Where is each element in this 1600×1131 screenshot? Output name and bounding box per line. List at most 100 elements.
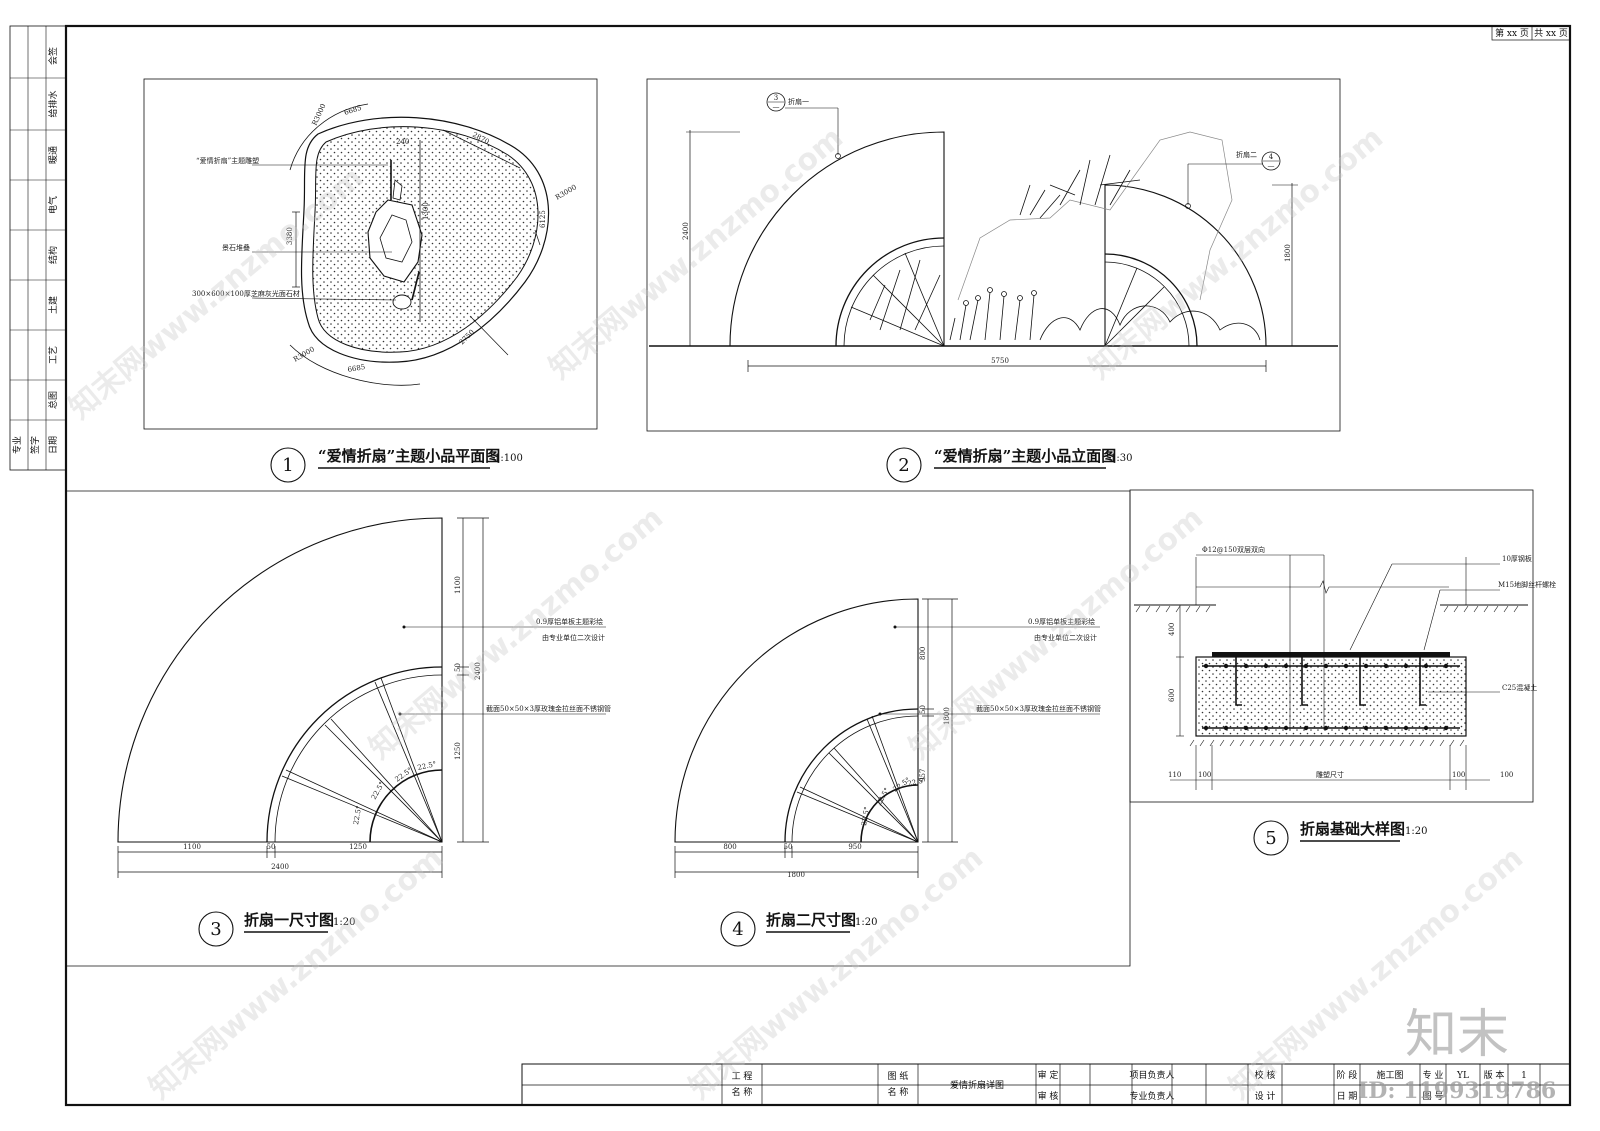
- fan1-outline: [117, 517, 443, 843]
- fdn-dim-b-right: 100: [1500, 771, 1513, 779]
- strip-bottom-2: 日期: [48, 436, 59, 454]
- elev-tag-one-label: 折扇一: [788, 97, 809, 106]
- concrete-footing: [1195, 656, 1467, 737]
- view1-title: 1 “爱情折扇”主题小品平面图 1:100: [270, 447, 523, 483]
- elev-fan-two: [1104, 184, 1267, 347]
- watermark-text: 知末网www.znzmo.com: [363, 500, 670, 766]
- fdn-dim-b-left: 110: [1168, 771, 1181, 779]
- watermark-text: 知末网www.znzmo.com: [683, 840, 990, 1106]
- fan2-dim-left: 800: [723, 843, 736, 851]
- tb-stage: 阶 段: [1337, 1069, 1358, 1081]
- plan-dim-left-len: 3380: [286, 227, 294, 245]
- fdn-note-bolt: M15地脚丝杆螺栓: [1498, 580, 1556, 589]
- fdn-dim-h-top: 400: [1168, 623, 1176, 636]
- title-block: [521, 1063, 1571, 1106]
- page-total: 共 xx 页: [1534, 28, 1568, 39]
- tb-project-lead: 项目负责人: [1129, 1069, 1174, 1081]
- view2-number-circle: [886, 447, 922, 483]
- elev-tag-two-sub: —: [1268, 162, 1275, 170]
- view4-number-circle: [720, 911, 756, 947]
- view2-title: 2 “爱情折扇”主题小品立面图 1:30: [886, 447, 1132, 483]
- fan1-note-design: 由专业单位二次设计: [542, 633, 605, 642]
- view4-number: 4: [732, 919, 743, 940]
- fan2-dim-right: 950: [848, 843, 861, 851]
- strip-bottom-0: 专业: [11, 436, 23, 454]
- view4-title: 4 折扇二尺寸图 1:20: [720, 911, 877, 947]
- strip-label-7: 总图: [47, 391, 59, 409]
- view1-title-text: “爱情折扇”主题小品平面图: [318, 447, 500, 465]
- view5-title: 5 折扇基础大样图 1:20: [1253, 820, 1427, 856]
- tb-check: 审 核: [1038, 1090, 1059, 1102]
- view5-number-circle: [1253, 820, 1289, 856]
- strip-bottom-1: 签字: [29, 436, 41, 454]
- fan2-note-panel: 0.9厚铝单板主题彩绘: [1028, 617, 1095, 626]
- view4-title-text: 折扇二尺寸图: [766, 911, 856, 929]
- elev-plants: [869, 154, 1261, 341]
- fdn-dim-h-base: 600: [1168, 689, 1176, 702]
- fdn-note-rebar: Φ12@150双层双向: [1202, 545, 1265, 554]
- view4-fan-two: 22.5° 22.5° 22.5° 22.5° 800 50 950 1800 …: [674, 598, 1101, 879]
- plan-outer-outline: [300, 116, 550, 363]
- plan-dim-bottom-arc: 6685: [347, 363, 366, 374]
- plan-dim-inner-mid: 1300: [422, 202, 430, 220]
- elev-dim-width: 5750: [991, 357, 1009, 365]
- fan2-angle-0: 22.5°: [860, 806, 871, 826]
- fdn-dim-b-l2: 100: [1198, 771, 1211, 779]
- tb-review: 审 定: [1038, 1069, 1059, 1081]
- watermark-text: 知末网www.znzmo.com: [143, 840, 450, 1106]
- plan-dim-inner-top: 240: [396, 138, 409, 146]
- fan1-angle-1: 22.5°: [370, 780, 386, 801]
- elev-tag-two-num: 4: [1269, 153, 1274, 161]
- fan1-vdim-bottom: 1250: [454, 742, 462, 760]
- strip-label-4: 结构: [47, 246, 59, 264]
- fan1-dim-right: 1250: [349, 843, 367, 851]
- fan1-vdim-total: 2400: [474, 662, 482, 680]
- view3-title: 3 折扇一尺寸图 1:20: [198, 911, 355, 947]
- elev-tag-two-label: 折扇二: [1236, 150, 1257, 159]
- watermark-text: 知末网www.znzmo.com: [903, 500, 1210, 766]
- view5-scale: 1:20: [1405, 826, 1427, 837]
- fan2-dim-total: 1800: [787, 871, 805, 879]
- strip-label-6: 工艺: [48, 346, 59, 364]
- watermark-layer: 知末网www.znzmo.com 知末网www.znzmo.com 知末网www…: [63, 120, 1557, 1106]
- tb-project-label-2: 名 称: [732, 1086, 753, 1098]
- tb-discipline-value: YL: [1456, 1071, 1469, 1081]
- fdn-note-plate: 10厚钢板: [1502, 554, 1532, 563]
- fan2-vdim-gap: 50: [919, 705, 927, 714]
- watermark-brand: 知末: [1405, 1005, 1509, 1065]
- plan-dim-top-arc: 6685: [343, 104, 362, 117]
- view5-foundation: Φ12@150双层双向 10厚钢板 M15地脚丝杆螺栓 C25混凝土 400 6…: [1129, 489, 1556, 803]
- strip-label-1: 给排水: [47, 90, 59, 117]
- view2-scale: 1:30: [1110, 453, 1132, 464]
- tb-discipline: 专 业: [1423, 1069, 1444, 1081]
- page-index: 第 xx 页: [1495, 27, 1529, 39]
- fan2-vdim-total: 1800: [943, 707, 951, 725]
- watermark-id: ID: 1199319786: [1358, 1078, 1556, 1104]
- tb-discipline-lead: 专业负责人: [1129, 1090, 1174, 1102]
- fdn-dim-b-r2: 100: [1452, 771, 1465, 779]
- view1-scale: 1:100: [494, 453, 523, 464]
- fan2-outline: [674, 598, 919, 843]
- fan2-vdim-bottom: 957: [919, 769, 927, 782]
- elev-rocks: [957, 131, 1233, 301]
- view3-title-text: 折扇一尺寸图: [244, 911, 334, 929]
- plan-note-rocks: 景石堆叠: [222, 243, 250, 252]
- fan2-vdim-top: 800: [919, 647, 927, 660]
- plan-note-paving: 300×600×100厚芝麻灰光面石材: [192, 289, 300, 298]
- fan2-dim-gap: 50: [784, 843, 793, 851]
- view2-title-text: “爱情折扇”主题小品立面图: [934, 447, 1116, 465]
- fdn-dim-b-mid: 雕塑尺寸: [1316, 770, 1344, 779]
- tb-drawing-label-1: 图 纸: [888, 1070, 909, 1082]
- fan2-note-tube: 截面50×50×3厚玫瑰金拉丝面不锈钢管: [976, 704, 1101, 713]
- tb-design: 设 计: [1255, 1090, 1276, 1102]
- elev-dim-height-left: 2400: [682, 222, 690, 240]
- view2-number: 2: [898, 455, 909, 476]
- fan1-note-panel: 0.9厚铝单板主题彩绘: [536, 617, 603, 626]
- view1-number-circle: [270, 447, 306, 483]
- plan-dim-right-len: 6125: [539, 210, 547, 228]
- fdn-note-concrete: C25混凝土: [1502, 683, 1537, 692]
- strip-label-3: 电气: [47, 196, 59, 214]
- fan2-note-design: 由专业单位二次设计: [1034, 633, 1097, 642]
- elev-tag-one-num: 3: [774, 94, 778, 102]
